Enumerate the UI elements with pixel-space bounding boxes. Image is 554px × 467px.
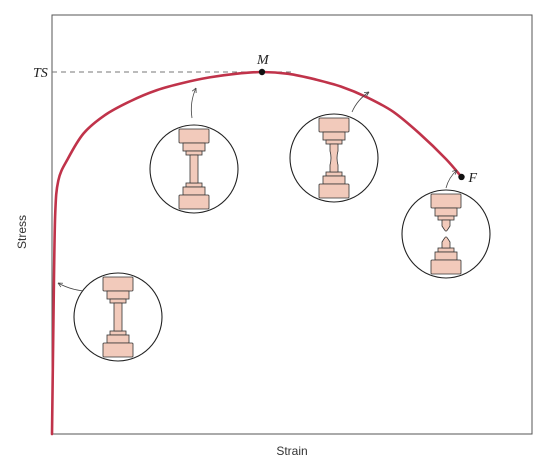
specimen-top-grip [102, 276, 134, 292]
specimen-bottom-grip [430, 259, 462, 275]
specimen-top-collar [322, 131, 346, 141]
specimen-bottom-grip [178, 194, 210, 210]
ts-label: TS [33, 66, 48, 81]
leader-arrow [445, 169, 458, 189]
specimen-bottom-collar [322, 175, 346, 185]
inset-circle [401, 189, 491, 279]
specimen-top-shoulder [185, 150, 203, 156]
specimen-top-shoulder [437, 215, 455, 221]
specimen-top-shoulder [325, 139, 343, 145]
specimen-top-shoulder [109, 298, 127, 304]
specimen-bottom-grip [102, 342, 134, 358]
specimen-bottom-grip [318, 183, 350, 199]
specimen-bottom-collar [182, 186, 206, 196]
specimen-bottom-collar [434, 251, 458, 261]
fracture-point-label: F [468, 171, 478, 186]
specimen-bottom-collar [106, 334, 130, 344]
leader-arrow [351, 91, 370, 113]
specimen-insets [57, 87, 491, 362]
specimen-top-grip [430, 193, 462, 209]
fracture-point [458, 173, 465, 181]
arrowhead [363, 91, 370, 97]
arrowhead [57, 282, 64, 288]
specimen-top-grip [318, 117, 350, 133]
specimen-top-collar [106, 290, 130, 300]
specimen-gauge-lower-half [441, 236, 451, 249]
specimen-top-collar [434, 207, 458, 217]
specimen-bottom-shoulder [109, 330, 127, 336]
tensile-strength-point-label: M [256, 53, 270, 68]
specimen-bottom-shoulder [185, 182, 203, 188]
specimen-bottom-shoulder [437, 247, 455, 253]
plot-frame [51, 14, 533, 435]
stress-strain-curve [50, 70, 463, 436]
specimen-gauge-upper-half [441, 219, 451, 232]
x-axis-label: Strain [276, 444, 307, 458]
specimen-gauge [189, 154, 199, 184]
specimen-inset-fracture [401, 169, 491, 279]
specimen-bottom-shoulder [325, 171, 343, 177]
tensile-strength-point [258, 68, 266, 76]
specimen-inset-necking [289, 91, 379, 203]
specimen-top-collar [182, 142, 206, 152]
specimen-inset-uniform-plastic [149, 87, 239, 214]
specimen-gauge [113, 302, 123, 332]
arrowhead [191, 87, 197, 94]
y-axis-label: Stress [15, 215, 29, 249]
specimen-gauge [329, 143, 339, 173]
leader-arrow [190, 87, 197, 119]
specimen-inset-uniform-elastic [57, 272, 163, 362]
arrowhead [452, 169, 458, 175]
specimen-top-grip [178, 128, 210, 144]
